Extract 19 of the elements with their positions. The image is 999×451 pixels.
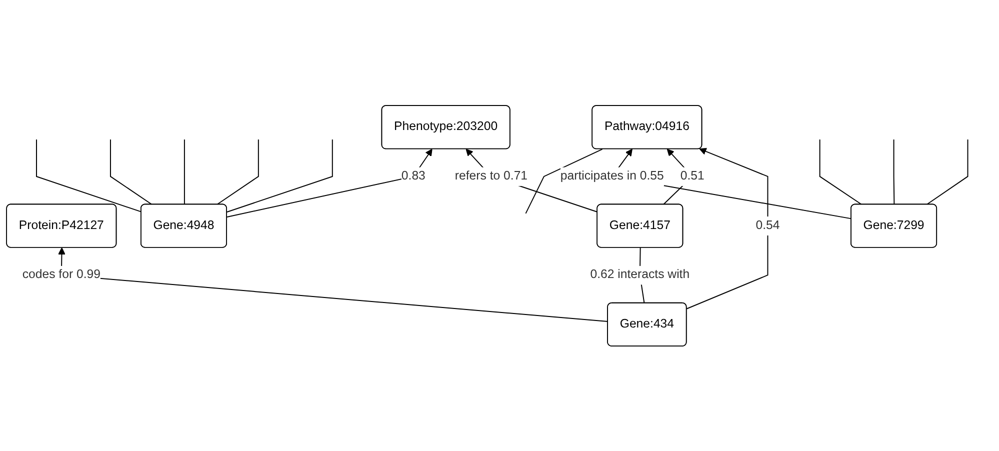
connector xyxy=(525,148,603,214)
connector xyxy=(819,138,862,205)
connector xyxy=(226,138,333,212)
connector xyxy=(926,138,968,205)
edge-label: participates in 0.55 xyxy=(560,168,664,183)
edge-label: refers to 0.71 xyxy=(454,168,528,183)
arrow xyxy=(686,148,768,309)
arrow xyxy=(226,148,432,218)
connector xyxy=(216,138,259,205)
edge-label: 0.54 xyxy=(756,218,780,232)
edge-label: 0.51 xyxy=(680,168,704,183)
edge-label: 0.83 xyxy=(401,168,426,183)
connector xyxy=(184,138,185,205)
edge-label: 0.62 interacts with xyxy=(590,267,690,282)
arrow xyxy=(58,247,608,322)
connector xyxy=(36,138,142,212)
connector xyxy=(893,138,895,205)
connector xyxy=(110,138,153,205)
edge-label: codes for 0.99 xyxy=(22,267,100,282)
